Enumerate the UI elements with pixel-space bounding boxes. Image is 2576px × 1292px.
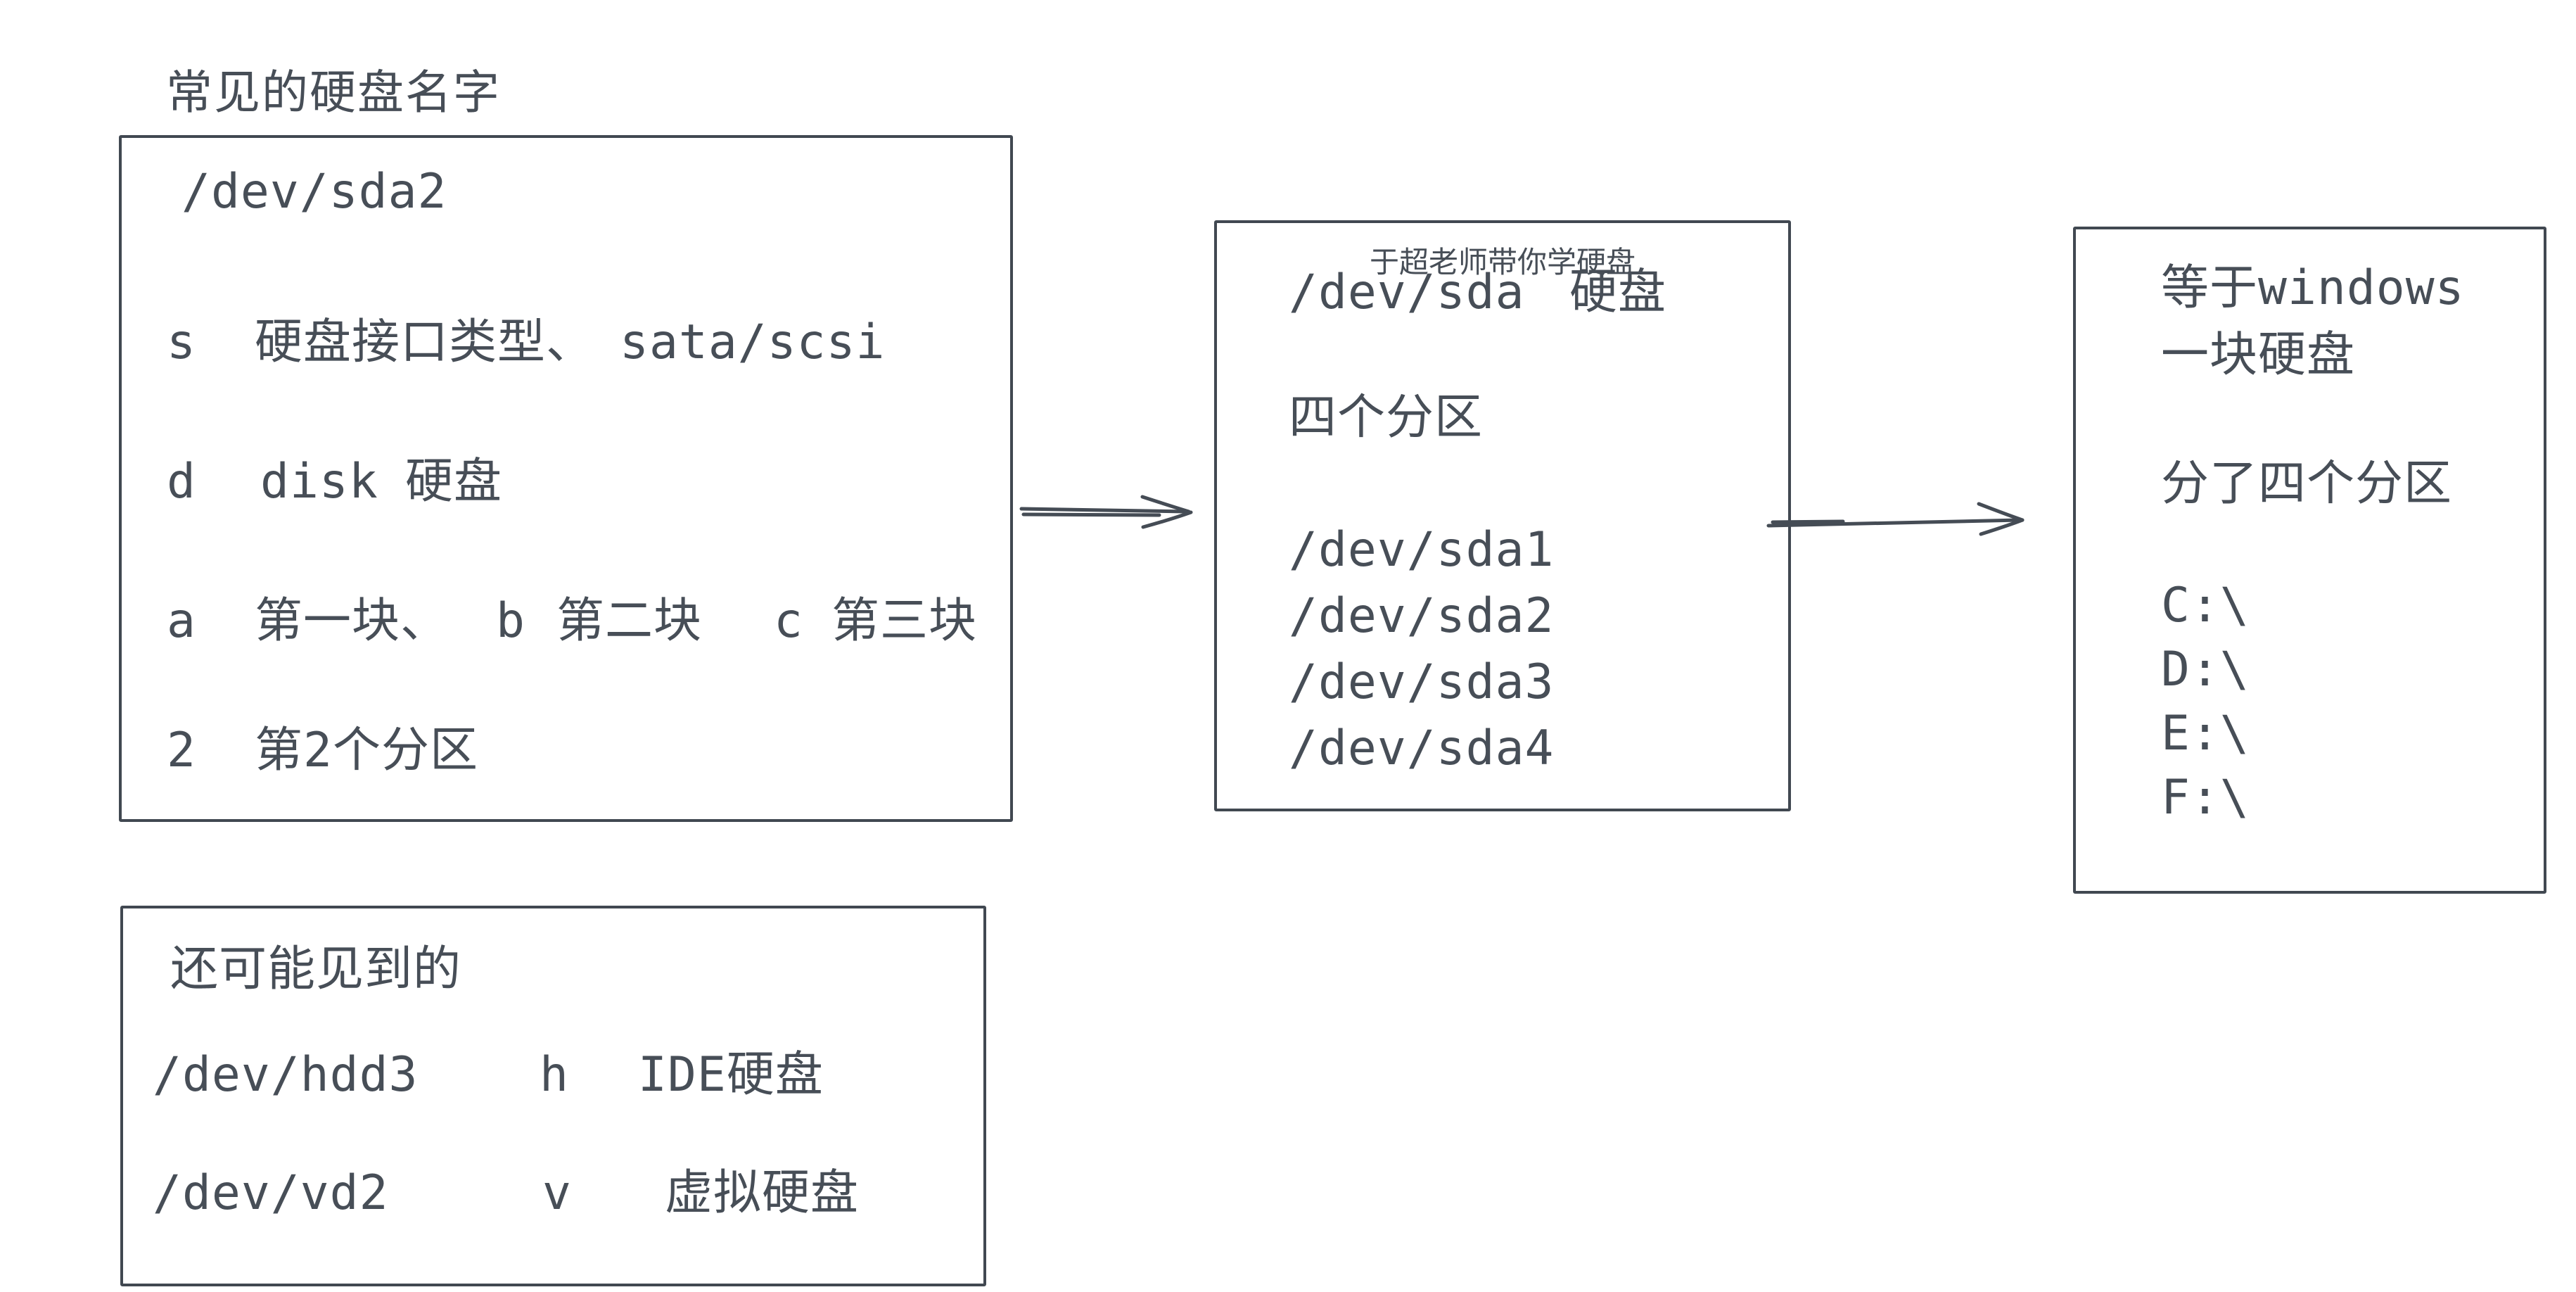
drive-letter: D:\ [2161,642,2250,697]
equals-label: 等于 [2161,260,2259,316]
watermark-text: 于超老师带你学硬盘 [1369,245,1635,279]
key-v-meaning: 虚拟硬盘 [665,1165,860,1221]
key-s-meaning: 硬盘接口类型、 [255,315,595,370]
key-d: d [167,454,196,509]
box-sda-partitions: 于超老师带你学硬盘 /dev/sda 硬盘 四个分区 /dev/sda1 /de… [1214,220,1791,811]
drive-letter: F:\ [2161,770,2250,825]
partition-item: /dev/sda3 [1289,654,1555,710]
four-partitions-note: 分了四个分区 [2161,456,2453,512]
box-disk-name-breakdown: /dev/sda2 s 硬盘接口类型、 sata/scsi d disk 硬盘 … [119,135,1013,822]
key-h: h [540,1047,569,1103]
sda-device-label: 硬盘 [1569,265,1667,320]
arrow-box2-to-box3-icon [1766,502,2025,536]
key-a: a [167,593,196,649]
key-b: b [496,593,525,649]
device-path-label: /dev/sda2 [181,164,447,220]
page-title: 常见的硬盘名字 [166,65,501,120]
drive-letter: E:\ [2161,706,2250,761]
partition-item: /dev/sda4 [1289,721,1555,776]
four-partitions-label: 四个分区 [1289,390,1484,445]
key-b-meaning: 第二块 [556,593,703,649]
vd-device-path: /dev/vd2 [153,1165,389,1221]
partition-item: /dev/sda2 [1289,588,1555,644]
windows-line: 等于windows [2161,260,2465,316]
key-c-meaning: 第三块 [831,593,978,649]
key-s-examples: sata/scsi [620,315,886,370]
arrow-box1-to-box2-icon [1019,495,1193,529]
key-d-meaning: 硬盘 [405,454,503,509]
one-disk-label: 一块硬盘 [2161,327,2356,383]
sda-device-path: /dev/sda [1289,265,1525,320]
key-2: 2 [167,723,196,778]
windows-word: windows [2258,260,2465,316]
key-s: s [167,315,196,370]
box-windows-equivalent: 等于windows 一块硬盘 分了四个分区 C:\ D:\ E:\ F:\ [2073,227,2546,894]
box-other-device-names: 还可能见到的 /dev/hdd3 h IDE硬盘 /dev/vd2 v 虚拟硬盘 [120,906,986,1286]
key-2-meaning: 第2个分区 [255,723,478,778]
key-c: c [774,593,803,649]
hdd-device-path: /dev/hdd3 [153,1047,419,1103]
drive-letter: C:\ [2161,578,2250,633]
key-h-meaning: IDE硬盘 [638,1047,824,1103]
other-names-title: 还可能见到的 [170,942,462,997]
partition-item: /dev/sda1 [1289,522,1555,578]
key-a-meaning: 第一块、 [255,593,449,649]
key-v: v [542,1165,572,1221]
key-d-word: disk [260,454,378,509]
